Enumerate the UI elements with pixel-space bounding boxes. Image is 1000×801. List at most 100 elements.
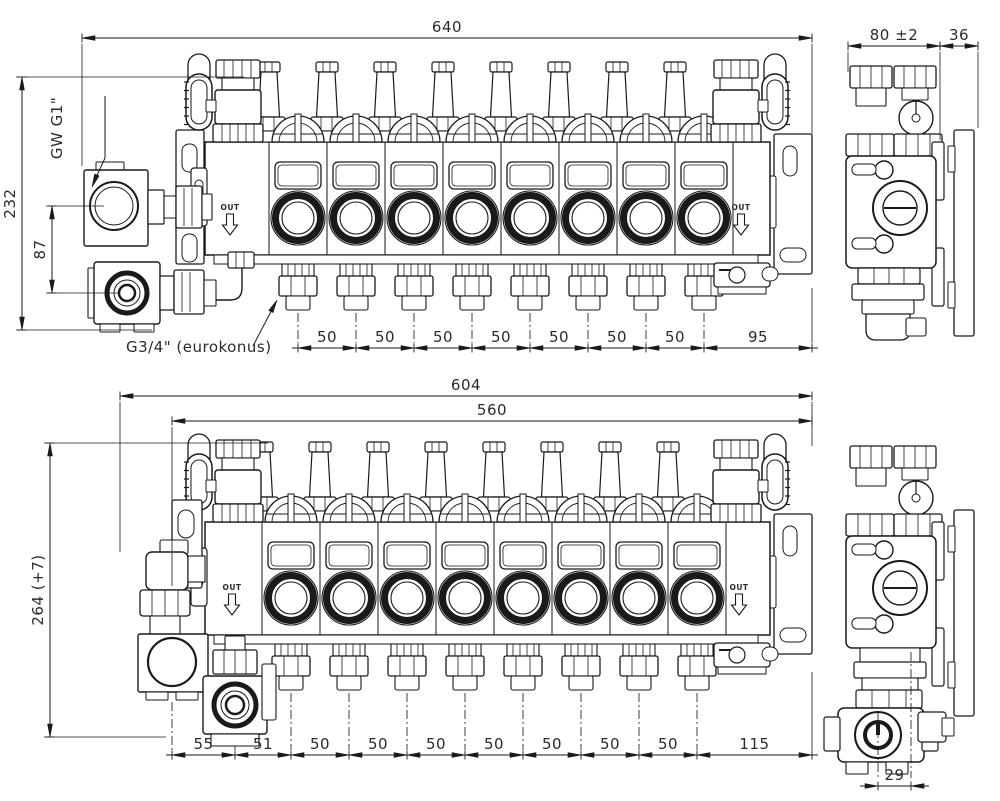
flow-meter — [328, 190, 384, 246]
flow-meter — [502, 190, 558, 246]
flow-meter — [321, 570, 377, 626]
dim-label: 264 (+7) — [29, 554, 47, 625]
flow-meter — [553, 570, 609, 626]
port-thread-label: G3/4" (eurokonus) — [126, 338, 272, 356]
pump-connection-group — [137, 499, 277, 750]
dim-label: 50 — [375, 328, 395, 346]
flow-meter — [618, 190, 674, 246]
manifold-dome — [438, 493, 492, 523]
manifold-dome — [322, 493, 376, 523]
eurokonus-port — [452, 263, 492, 311]
manifold-dome — [264, 493, 318, 523]
dim-label: 50 — [542, 735, 562, 753]
ball-valve — [710, 53, 790, 143]
dim-label: 560 — [477, 401, 507, 419]
eurokonus-port — [568, 263, 608, 311]
eurokonus-port — [619, 643, 659, 691]
flow-direction: OUT — [222, 583, 241, 616]
mounting-bracket — [765, 133, 813, 275]
eurokonus-port — [336, 263, 376, 311]
dim-label: 604 — [451, 376, 481, 394]
manifold-dome — [612, 493, 666, 523]
flow-meter — [386, 190, 442, 246]
dim-label: 50 — [310, 735, 330, 753]
dim-label: 50 — [600, 735, 620, 753]
manifold-dome — [561, 113, 615, 143]
flow-direction: OUT — [729, 583, 748, 616]
dim-label: 80 ±2 — [870, 26, 918, 44]
manifold-dome — [329, 113, 383, 143]
dim-label: 232 — [1, 188, 19, 218]
ball-valve — [184, 53, 264, 143]
flow-meter — [437, 570, 493, 626]
dim-label: 50 — [368, 735, 388, 753]
out-arrow-icon — [732, 213, 750, 236]
eurokonus-port — [503, 643, 543, 691]
dim-label: 87 — [31, 239, 49, 259]
eurokonus-port — [626, 263, 666, 311]
out-arrow-icon — [730, 593, 748, 616]
dim-label: 50 — [607, 328, 627, 346]
dim-label: 640 — [432, 18, 462, 36]
dim-label: 36 — [949, 26, 969, 44]
dim-label: 55 — [193, 735, 213, 753]
inlet-thread-label: GW G1" — [48, 97, 66, 159]
inlet-union-group — [83, 161, 213, 247]
flow-meter — [611, 570, 667, 626]
flow-direction: OUT — [731, 203, 750, 236]
out-label: OUT — [729, 583, 748, 592]
eurokonus-port — [677, 643, 717, 691]
dim-label: 29 — [884, 766, 904, 784]
manifold-dome — [445, 113, 499, 143]
flow-meter — [676, 190, 732, 246]
flow-meter — [270, 190, 326, 246]
flow-meter — [560, 190, 616, 246]
flow-meter — [444, 190, 500, 246]
manifold-dome — [387, 113, 441, 143]
flow-meter — [669, 570, 725, 626]
flow-direction: OUT — [220, 203, 239, 236]
eurokonus-port — [394, 263, 434, 311]
dim-label: 115 — [739, 735, 769, 753]
dim-label: 50 — [491, 328, 511, 346]
dim-label: 50 — [484, 735, 504, 753]
side-view-bottom: 29 — [823, 445, 975, 791]
flow-meter — [263, 570, 319, 626]
flow-meter — [495, 570, 551, 626]
eurokonus-port — [278, 263, 318, 311]
return-valve-group — [87, 251, 255, 333]
out-arrow-icon — [223, 593, 241, 616]
eurokonus-port — [561, 643, 601, 691]
front-view-top: OUT OUT 640 232 87 50 50 50 50 50 50 50 95 GW G1" G3/4… — [1, 18, 818, 356]
side-view-top: 80 ±2 36 — [845, 26, 979, 341]
manifold-dome — [496, 493, 550, 523]
ball-valve — [710, 433, 790, 523]
side-view — [845, 65, 975, 341]
manifold-dome — [380, 493, 434, 523]
eurokonus-port — [445, 643, 485, 691]
out-label: OUT — [731, 203, 750, 212]
eurokonus-port — [329, 643, 369, 691]
mounting-bracket — [765, 513, 813, 655]
dim-label: 50 — [665, 328, 685, 346]
dim-label: 50 — [317, 328, 337, 346]
out-label: OUT — [222, 583, 241, 592]
out-arrow-icon — [221, 213, 239, 236]
dim-label: 95 — [748, 328, 768, 346]
manifold-dome — [554, 493, 608, 523]
out-label: OUT — [220, 203, 239, 212]
eurokonus-port — [387, 643, 427, 691]
dim-label: 50 — [426, 735, 446, 753]
dim-label: 51 — [253, 735, 273, 753]
manifold-dome — [271, 113, 325, 143]
eurokonus-port — [271, 643, 311, 691]
side-view — [823, 445, 975, 775]
dim-label: 50 — [433, 328, 453, 346]
dim-label: 50 — [658, 735, 678, 753]
dim-label: 50 — [549, 328, 569, 346]
manifold-dome — [503, 113, 557, 143]
flow-meter — [379, 570, 435, 626]
eurokonus-port — [510, 263, 550, 311]
